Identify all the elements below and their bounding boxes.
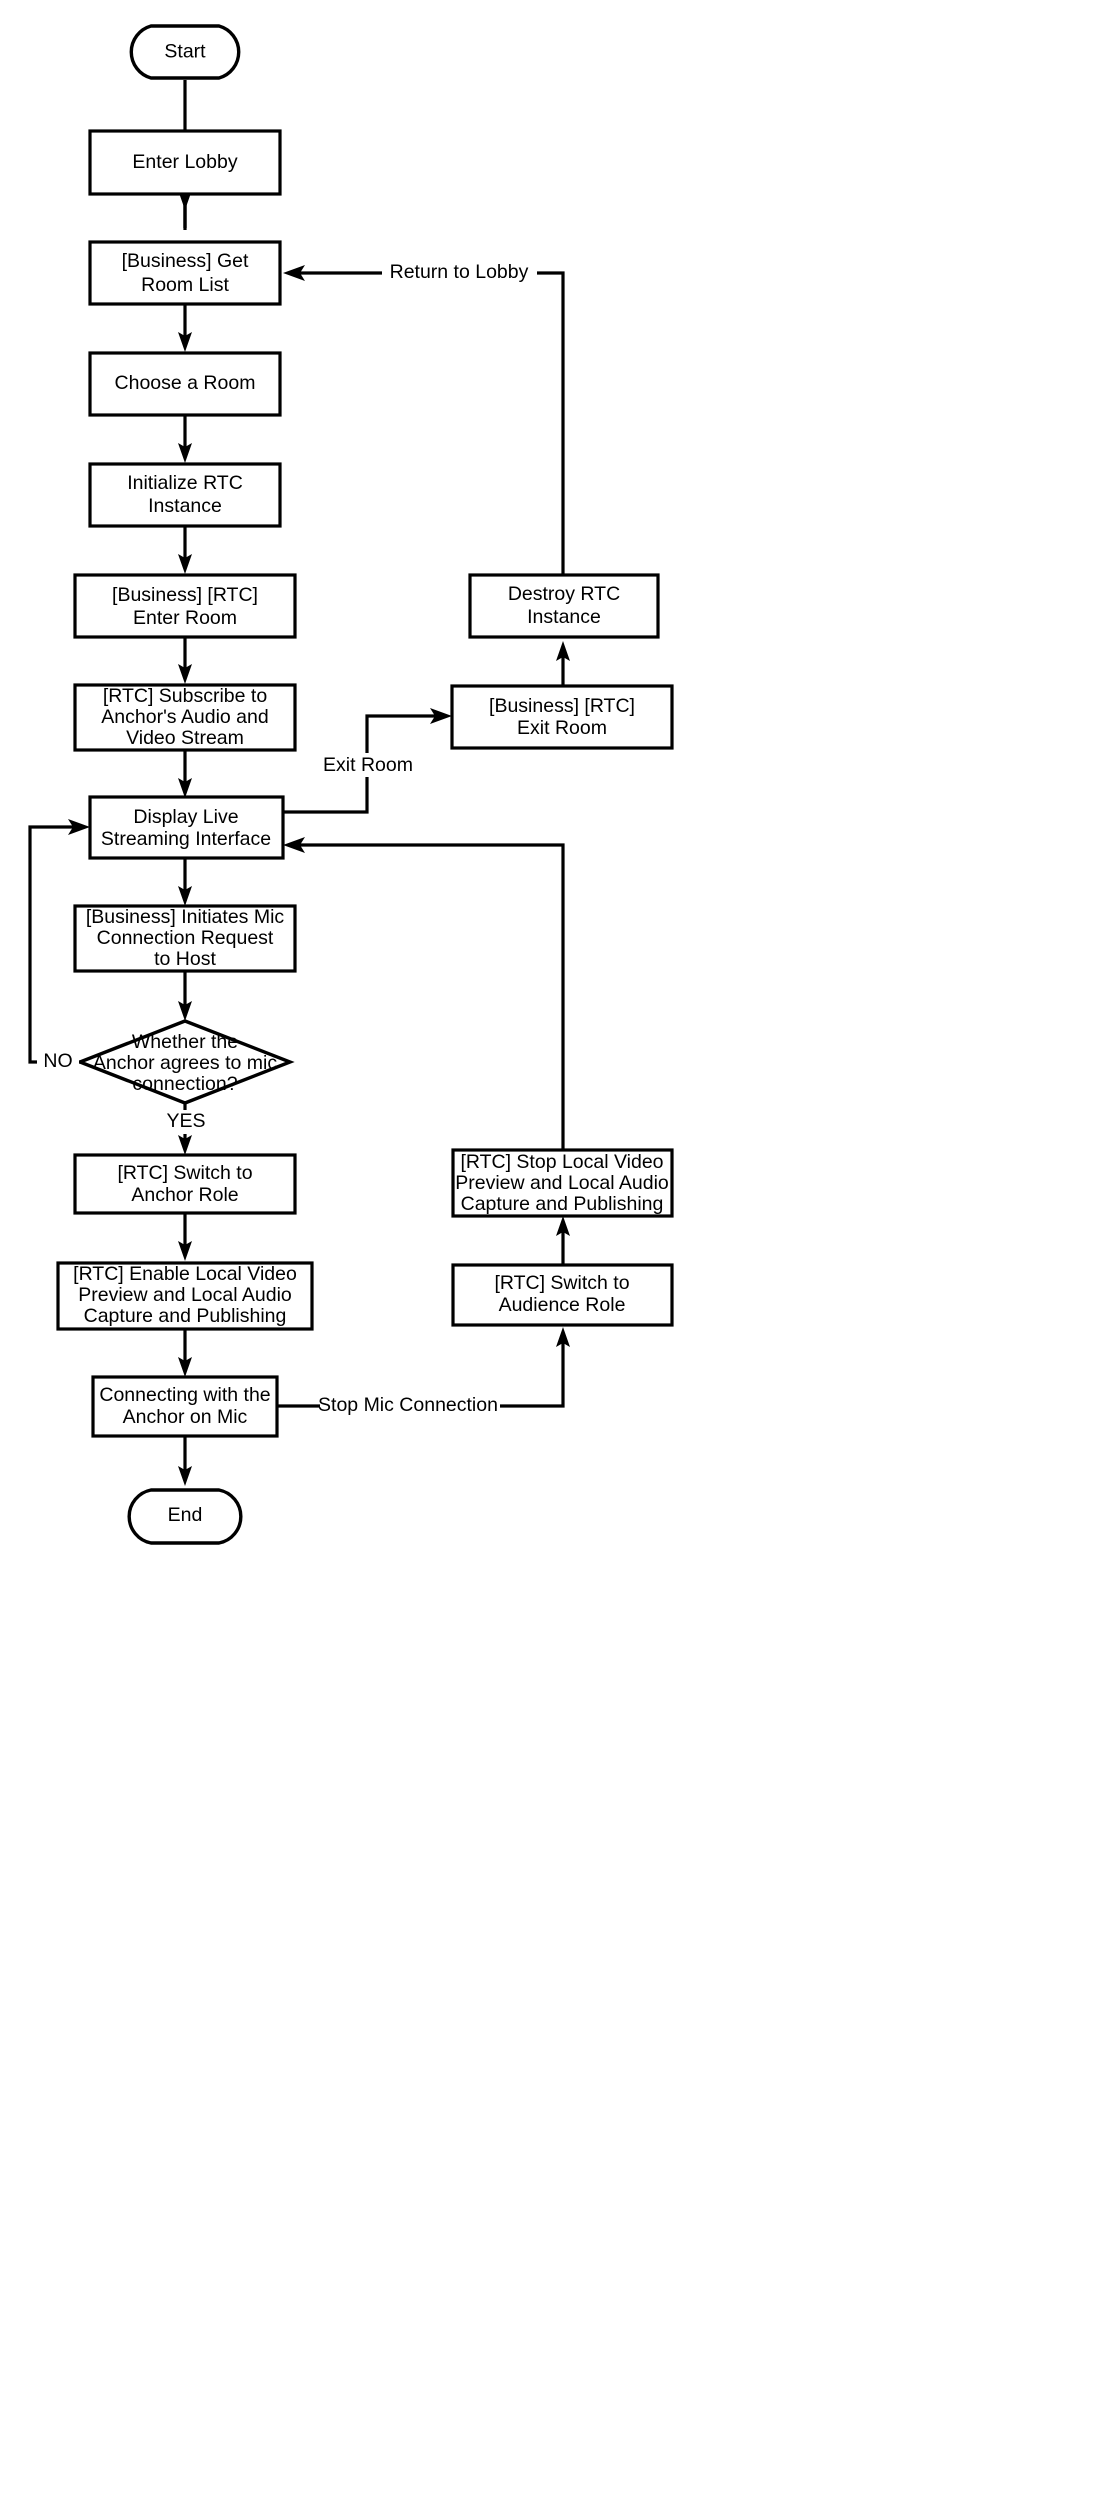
node-get-room-list-label-2: Room List (141, 274, 229, 296)
node-start-label: Start (164, 41, 206, 63)
node-decision-label-3: connection? (132, 1073, 237, 1095)
node-stop-local-label-2: Preview and Local Audio (455, 1172, 669, 1194)
node-destroy-rtc-label-1: Destroy RTC (508, 583, 620, 605)
node-choose-room[interactable]: Choose a Room (88, 351, 282, 417)
node-enable-local-label-2: Preview and Local Audio (78, 1284, 292, 1306)
edge-label-layer: Return to Lobby Exit Room NO YES Stop Mi… (37, 261, 537, 1418)
node-init-rtc-label-2: Instance (148, 495, 222, 517)
node-switch-anchor-label-2: Anchor Role (131, 1184, 238, 1206)
node-switch-audience-label-2: Audience Role (499, 1294, 626, 1316)
node-stop-local-label-1: [RTC] Stop Local Video (460, 1151, 663, 1173)
node-connecting-label-1: Connecting with the (99, 1384, 270, 1406)
node-display-live[interactable]: Display Live Streaming Interface (88, 795, 285, 860)
node-subscribe-label-3: Video Stream (126, 727, 244, 749)
node-stop-local-label-3: Capture and Publishing (461, 1193, 664, 1215)
edge-room-list-to-choose-room (178, 302, 192, 352)
edge-label-exit-room: Exit Room (320, 753, 416, 777)
edge-enter-room-to-subscribe (178, 636, 192, 684)
node-stop-local[interactable]: [RTC] Stop Local Video Preview and Local… (451, 1148, 674, 1218)
edge-connecting-to-end (178, 1436, 192, 1486)
node-mic-request-label-3: to Host (154, 948, 216, 970)
edge-subscribe-to-display-live (178, 749, 192, 798)
edge-choose-room-to-init-rtc (178, 413, 192, 463)
edge-destroy-rtc-to-room-list (283, 265, 565, 575)
edge-stop-local-to-display-live (283, 837, 565, 1150)
node-decision-label-2: Anchor agrees to mic (93, 1052, 278, 1074)
node-choose-room-label: Choose a Room (115, 372, 256, 394)
edge-label-no: NO (37, 1050, 79, 1074)
node-exit-room-label-1: [Business] [RTC] (489, 695, 635, 717)
node-connecting-label-2: Anchor on Mic (123, 1406, 248, 1428)
edge-label-stop-mic-connection-text: Stop Mic Connection (318, 1394, 498, 1416)
node-exit-room[interactable]: [Business] [RTC] Exit Room (450, 684, 674, 750)
node-switch-anchor-label-1: [RTC] Switch to (117, 1162, 252, 1184)
node-enable-local[interactable]: [RTC] Enable Local Video Preview and Loc… (56, 1261, 314, 1331)
edge-label-yes-text: YES (166, 1110, 205, 1132)
node-subscribe-label-1: [RTC] Subscribe to (103, 685, 268, 707)
node-start[interactable]: Start (129, 24, 241, 80)
node-connecting[interactable]: Connecting with the Anchor on Mic (91, 1375, 279, 1438)
node-mic-request-label-1: [Business] Initiates Mic (86, 906, 285, 928)
node-get-room-list[interactable]: [Business] Get Room List (88, 240, 282, 306)
node-exit-room-label-2: Exit Room (517, 717, 607, 739)
edge-label-yes: YES (160, 1110, 211, 1134)
node-destroy-rtc[interactable]: Destroy RTC Instance (468, 573, 660, 639)
node-enter-room-label-1: [Business] [RTC] (112, 584, 258, 606)
node-enable-local-label-1: [RTC] Enable Local Video (73, 1263, 297, 1285)
node-mic-request-label-2: Connection Request (97, 927, 274, 949)
node-destroy-rtc-label-2: Instance (527, 606, 601, 628)
node-enter-lobby[interactable]: Enter Lobby (88, 129, 282, 196)
node-decision-anchor-agrees[interactable]: Whether the Anchor agrees to mic connect… (75, 1019, 295, 1105)
edge-enable-local-to-connecting (178, 1329, 192, 1377)
edge-exit-room-to-destroy-rtc (556, 641, 570, 688)
node-init-rtc[interactable]: Initialize RTC Instance (88, 462, 282, 528)
edge-label-stop-mic-connection: Stop Mic Connection (318, 1394, 500, 1418)
node-enter-room-label-2: Enter Room (133, 607, 237, 629)
edge-label-return-to-lobby-text: Return to Lobby (390, 261, 529, 283)
node-display-live-label-1: Display Live (133, 806, 238, 828)
node-switch-anchor[interactable]: [RTC] Switch to Anchor Role (73, 1153, 297, 1215)
edge-display-live-to-mic-request (178, 858, 192, 906)
node-enter-room[interactable]: [Business] [RTC] Enter Room (73, 573, 297, 639)
edge-switch-anchor-to-enable-local (178, 1212, 192, 1261)
node-mic-request[interactable]: [Business] Initiates Mic Connection Requ… (73, 904, 297, 973)
edge-layer (28, 80, 570, 1486)
edge-mic-request-to-decision (178, 970, 192, 1021)
node-enable-local-label-3: Capture and Publishing (84, 1305, 287, 1327)
node-get-room-list-label-1: [Business] Get (122, 250, 249, 272)
node-switch-audience[interactable]: [RTC] Switch to Audience Role (451, 1263, 674, 1327)
node-display-live-label-2: Streaming Interface (101, 828, 271, 850)
node-decision-label-1: Whether the (132, 1031, 238, 1053)
edge-label-no-text: NO (43, 1050, 72, 1072)
node-end[interactable]: End (127, 1488, 243, 1545)
edge-init-rtc-to-enter-room (178, 524, 192, 574)
node-subscribe[interactable]: [RTC] Subscribe to Anchor's Audio and Vi… (73, 683, 297, 752)
edge-label-exit-room-text: Exit Room (323, 754, 413, 776)
edge-switch-audience-to-stop-local (556, 1216, 570, 1266)
node-subscribe-label-2: Anchor's Audio and (101, 706, 268, 728)
edge-label-return-to-lobby: Return to Lobby (382, 261, 537, 285)
node-init-rtc-label-1: Initialize RTC (127, 472, 243, 494)
node-enter-lobby-label: Enter Lobby (132, 151, 237, 173)
node-end-label: End (168, 1504, 203, 1526)
node-switch-audience-label-1: [RTC] Switch to (494, 1272, 629, 1294)
